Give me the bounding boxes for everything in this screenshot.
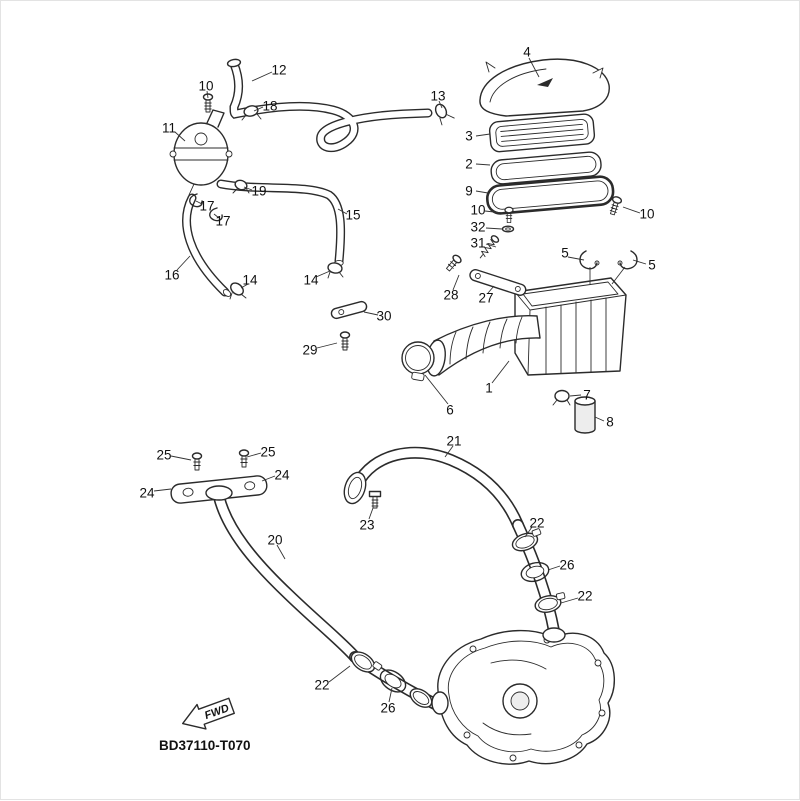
callout-15: 15 [345, 208, 360, 223]
bolt-part10-mid [504, 206, 514, 224]
callout-29: 29 [302, 343, 317, 358]
callout-26: 26 [380, 701, 395, 716]
clamp-part7 [552, 389, 571, 406]
bracket-part5-b [617, 250, 638, 270]
gasket-part2 [490, 151, 602, 185]
air-filter-part3 [488, 113, 596, 153]
callout-32: 32 [470, 220, 485, 235]
grommet-part24-a [182, 487, 194, 497]
seal-part9 [485, 175, 615, 215]
callout-10: 10 [639, 207, 654, 222]
callout-7: 7 [583, 388, 591, 403]
clamp-part14-a [229, 282, 247, 300]
callout-5: 5 [648, 258, 656, 273]
callout-16: 16 [164, 268, 179, 283]
hook-part17-b [209, 207, 223, 222]
pipe-part20 [213, 491, 361, 663]
pipe-part16 [182, 193, 232, 297]
clamp-part13 [434, 103, 455, 126]
screw-part25-b [238, 449, 250, 468]
callout-22: 22 [577, 589, 592, 604]
callout-17: 17 [215, 214, 230, 229]
seal-part26-b [379, 669, 407, 693]
callout-30: 30 [376, 309, 391, 324]
callout-3: 3 [465, 129, 473, 144]
callout-8: 8 [606, 415, 614, 430]
clamp-part22-b [534, 592, 566, 613]
callout-12: 12 [271, 63, 286, 78]
callout-2: 2 [465, 157, 473, 172]
tube-part8 [574, 396, 596, 434]
callout-20: 20 [267, 533, 282, 548]
callout-10: 10 [470, 203, 485, 218]
callout-9: 9 [465, 184, 473, 199]
callout-1: 1 [485, 381, 493, 396]
callout-28: 28 [443, 288, 458, 303]
hose-part15 [216, 179, 346, 267]
bracket-part5-a [579, 250, 600, 270]
callout-25: 25 [260, 445, 275, 460]
diagram-code: BD37110-T070 [159, 738, 251, 753]
screw-part31 [479, 235, 500, 259]
clamp-part22-d [409, 688, 433, 708]
duct-part21 [343, 446, 524, 531]
callout-5: 5 [561, 246, 569, 261]
crankcase-cover [431, 627, 615, 765]
callout-18: 18 [262, 99, 277, 114]
clamp-part14-b [327, 262, 344, 279]
washer-part32 [501, 225, 515, 233]
clamp-part22-c [350, 651, 383, 673]
callout-10: 10 [198, 79, 213, 94]
callout-21: 21 [446, 434, 461, 449]
callout-24: 24 [139, 486, 155, 501]
callout-14: 14 [242, 273, 258, 288]
callout-23: 23 [359, 518, 374, 533]
callout-26: 26 [559, 558, 574, 573]
callout-24: 24 [274, 468, 290, 483]
pipe20-bell [205, 485, 233, 501]
callout-27: 27 [478, 291, 493, 306]
callout-14: 14 [303, 273, 319, 288]
bolt-part10-left [202, 93, 214, 113]
bracket-part30 [330, 300, 368, 320]
leader-lines [153, 57, 647, 703]
hose-part12 [226, 58, 433, 153]
bolt-part28 [446, 254, 462, 272]
reed-valve-part11 [169, 109, 233, 196]
callout-11: 11 [162, 121, 176, 136]
seal-part26-a [520, 561, 550, 583]
bolt-part29 [339, 331, 351, 351]
callout-19: 19 [251, 184, 266, 199]
callout-4: 4 [523, 45, 531, 60]
bolt-part23 [368, 490, 382, 509]
callout-25: 25 [156, 448, 171, 463]
callout-22: 22 [529, 516, 544, 531]
callout-6: 6 [446, 403, 454, 418]
fwd-arrow: FWD [181, 697, 235, 730]
grommet-part24-b [244, 481, 256, 491]
bracket-part27 [469, 269, 527, 296]
screw-part25-a [191, 452, 203, 471]
airbox-cover-part4 [479, 58, 610, 117]
callout-17: 17 [199, 199, 214, 214]
clamp-part22-a [511, 528, 542, 552]
bolt-part10-right [609, 196, 623, 216]
callout-22: 22 [314, 678, 329, 693]
callout-13: 13 [430, 89, 445, 104]
clamp-part6 [401, 341, 435, 382]
callout-31: 31 [470, 236, 485, 251]
